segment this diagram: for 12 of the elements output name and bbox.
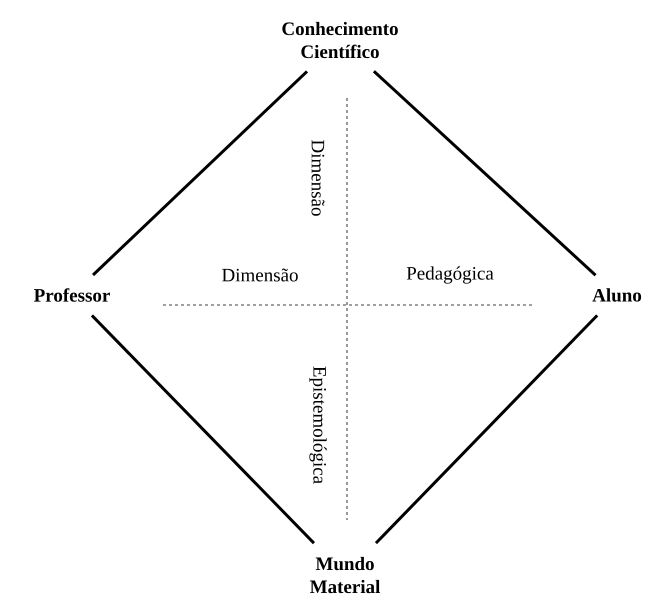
connecting-line (92, 70, 308, 276)
vertex-label: Professor (34, 288, 110, 302)
vertex-label: Mundo Material (310, 556, 380, 594)
axis-label: Dimensão (312, 140, 324, 216)
vertex-label: Aluno (592, 288, 642, 302)
vertex-label: Conhecimento Científico (282, 22, 398, 58)
axis-label: Dimensão (222, 268, 298, 282)
axis-label: Pedagógica (406, 266, 494, 284)
connecting-line (374, 314, 598, 544)
axis-label: Epistemológica (309, 366, 327, 484)
connecting-line (90, 314, 316, 544)
connecting-line (372, 70, 597, 276)
